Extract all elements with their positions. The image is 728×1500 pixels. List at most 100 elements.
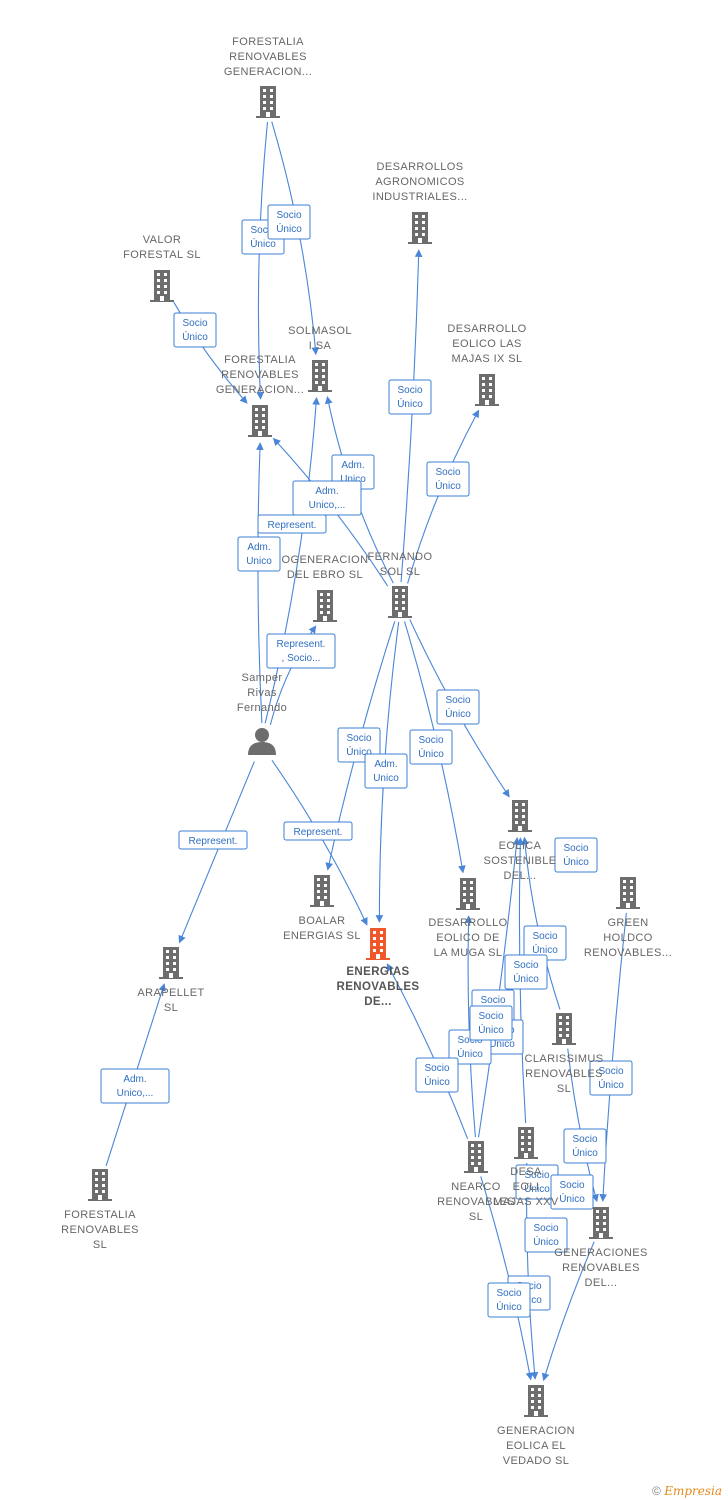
relation-badge-box (426, 461, 470, 497)
node-label: RENOVABLES (437, 1196, 515, 1208)
edge-forestalia_top-to-forestalia_mid (256, 121, 269, 400)
relation-badge-text: Represent. (189, 836, 238, 847)
node-label: DE... (364, 996, 392, 1008)
node-label: RENOVABLES (336, 981, 419, 993)
relation-badge[interactable]: Represent., Socio... (266, 633, 336, 669)
edge-nearco-to-energias_renovables (386, 963, 469, 1140)
relation-badge-text: Socio (563, 843, 588, 854)
relation-badge-box (173, 312, 217, 348)
edge-generaciones_renovables-to-generacion_vedado (541, 1241, 595, 1382)
relation-badge-text: Unico,... (309, 500, 346, 511)
relation-badge-box (415, 1057, 459, 1093)
node-green_holdco[interactable]: GREENHOLDCORENOVABLES... (584, 877, 672, 959)
node-label: LA MUGA SL (434, 947, 503, 959)
relation-badge-text: Único (572, 1146, 598, 1159)
relation-badge-box (589, 1060, 633, 1096)
building-icon (464, 1141, 488, 1173)
relation-badge-box (550, 1174, 594, 1210)
relation-badge[interactable]: Represent. (257, 514, 327, 534)
node-label: FERNANDO (368, 551, 433, 563)
relation-badge-text: Unico (340, 474, 366, 485)
node-energias_renovables[interactable]: ENERGIAS RENOVABLES DE... (336, 928, 419, 1008)
relation-badge-text: Socio (435, 467, 460, 478)
relation-badge-box (469, 1005, 513, 1041)
relation-badge-text: Socio (559, 1180, 584, 1191)
relation-badge[interactable]: Adm.Unico (364, 753, 408, 789)
relation-badge-text: Socio (250, 225, 275, 236)
edge-clarissimus-to-eolica_sostenible (521, 836, 561, 1010)
node-label: DEL... (585, 1277, 618, 1289)
building-icon (159, 947, 183, 979)
relation-badge[interactable]: Adm.Unico,... (292, 480, 362, 516)
relation-badge-text: Socio (478, 1011, 503, 1022)
brand-logo-text[interactable]: Empresia (664, 1484, 722, 1498)
relation-badge-text: Unico,... (117, 1088, 154, 1099)
node-eolica_sostenible[interactable]: EOLICASOSTENIBLEDEL... (483, 800, 556, 882)
relation-badge-box (388, 379, 432, 415)
relation-badge-text: Socio (346, 733, 371, 744)
node-label: SL (469, 1211, 483, 1223)
relation-badge[interactable]: Represent. (178, 830, 248, 850)
node-forestalia_top[interactable]: FORESTALIARENOVABLESGENERACION... (224, 36, 312, 118)
edge-nearco-to-desarrollo_muga (464, 915, 476, 1138)
node-label: FORESTALIA (64, 1209, 136, 1221)
node-label: EOLICO DE (436, 932, 500, 944)
relation-badge-text: Único (182, 330, 208, 343)
relation-badge-text: Socio (445, 695, 470, 706)
relation-badge[interactable]: Adm.Unico,... (100, 1068, 170, 1104)
copyright-symbol: © (652, 1484, 661, 1498)
node-label: RENOVABLES (221, 369, 299, 381)
building-icon (616, 877, 640, 909)
relation-badge[interactable]: Represent. (283, 821, 353, 841)
relation-badge-text: Socio (418, 735, 443, 746)
node-label: ENERGIAS (346, 966, 409, 978)
building-icon (150, 270, 174, 302)
node-desarrollos_agro[interactable]: DESARROLLOSAGRONOMICOSINDUSTRIALES... (372, 161, 467, 244)
relation-badge-text: Socio (524, 1170, 549, 1181)
node-label: GENERACION... (216, 384, 304, 396)
node-label: HOLDCO (603, 932, 653, 944)
node-forestalia_mid[interactable]: FORESTALIARENOVABLESGENERACION... (216, 354, 304, 437)
node-label: Rivas (247, 687, 277, 699)
person-icon (248, 728, 276, 755)
building-icon (248, 405, 272, 437)
relation-badge[interactable]: Adm.Unico (237, 536, 281, 572)
relation-badge-text: Adm. (247, 542, 270, 553)
node-label: OGENERACION (282, 554, 369, 566)
node-generaciones_renovables[interactable]: GENERACIONESRENOVABLESDEL... (554, 1207, 647, 1289)
relation-badge-box (283, 821, 353, 841)
building-icon (514, 1127, 538, 1159)
